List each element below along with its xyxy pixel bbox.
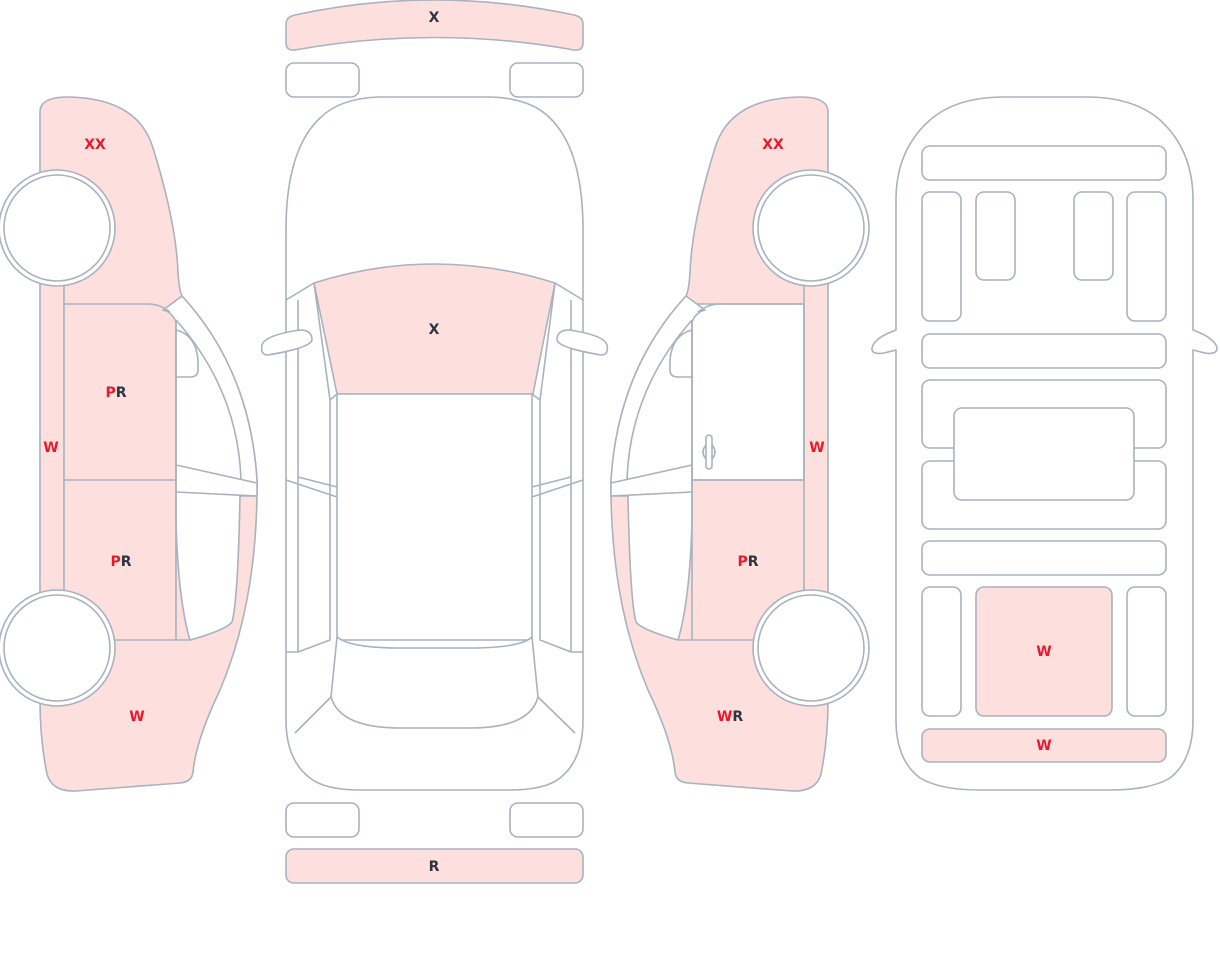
- headlight-right[interactable]: [509, 62, 584, 98]
- front-bumper[interactable]: [285, 0, 584, 51]
- left-front-fender-code: XX: [84, 137, 106, 153]
- rear-bumper-code: R: [429, 859, 440, 875]
- underbody-panel[interactable]: [975, 191, 1016, 281]
- right-mirror-icon[interactable]: [669, 329, 693, 378]
- underbody-rear-panel-code: W: [1036, 738, 1051, 754]
- right-sill-code: W: [809, 440, 824, 456]
- left-front-door-code: PR: [105, 385, 126, 401]
- right-rear-door-code: PR: [737, 554, 758, 570]
- underbody-rear-floor-code: W: [1036, 644, 1051, 660]
- taillight-right[interactable]: [509, 802, 584, 838]
- underbody-rear-panel[interactable]: [921, 728, 1167, 763]
- roof[interactable]: [336, 393, 533, 641]
- underbody-panel[interactable]: [1126, 586, 1167, 717]
- right-door-handle-icon: [702, 434, 716, 470]
- left-rear-wheel: [0, 589, 116, 707]
- underbody-panel[interactable]: [1073, 191, 1114, 281]
- front-bumper-code: X: [429, 10, 440, 26]
- windshield-code: X: [429, 322, 440, 338]
- rear-bumper[interactable]: [285, 848, 584, 884]
- side-mirror-left[interactable]: [260, 329, 313, 356]
- underbody-rear-floor[interactable]: [975, 586, 1113, 717]
- underbody-panel[interactable]: [1126, 191, 1167, 322]
- side-mirror-right[interactable]: [556, 329, 609, 356]
- left-side-view: XX W PR PR W: [0, 96, 258, 792]
- taillight-left[interactable]: [285, 802, 360, 838]
- underbody-panel[interactable]: [921, 586, 962, 717]
- underbody-panel[interactable]: [921, 145, 1167, 181]
- windshield[interactable]: [313, 263, 556, 395]
- left-rear-quarter-code: W: [129, 709, 144, 725]
- rear-glass[interactable]: [330, 636, 539, 729]
- left-rear-door-code: PR: [110, 554, 131, 570]
- right-side-view: XX W PR WR: [610, 96, 870, 792]
- left-mirror-icon[interactable]: [175, 329, 199, 378]
- right-front-fender-code: XX: [762, 137, 784, 153]
- underbody-panel[interactable]: [921, 333, 1167, 369]
- underbody-panel[interactable]: [921, 540, 1167, 576]
- left-front-wheel: [0, 169, 116, 287]
- left-sill-code: W: [43, 440, 58, 456]
- headlight-left[interactable]: [285, 62, 360, 98]
- right-rear-quarter-code: WR: [717, 709, 743, 725]
- underbody-panel[interactable]: [921, 191, 962, 322]
- underbody-panel[interactable]: [953, 407, 1135, 501]
- top-view: X X R: [260, 0, 609, 884]
- underbody-view: W W: [871, 96, 1218, 791]
